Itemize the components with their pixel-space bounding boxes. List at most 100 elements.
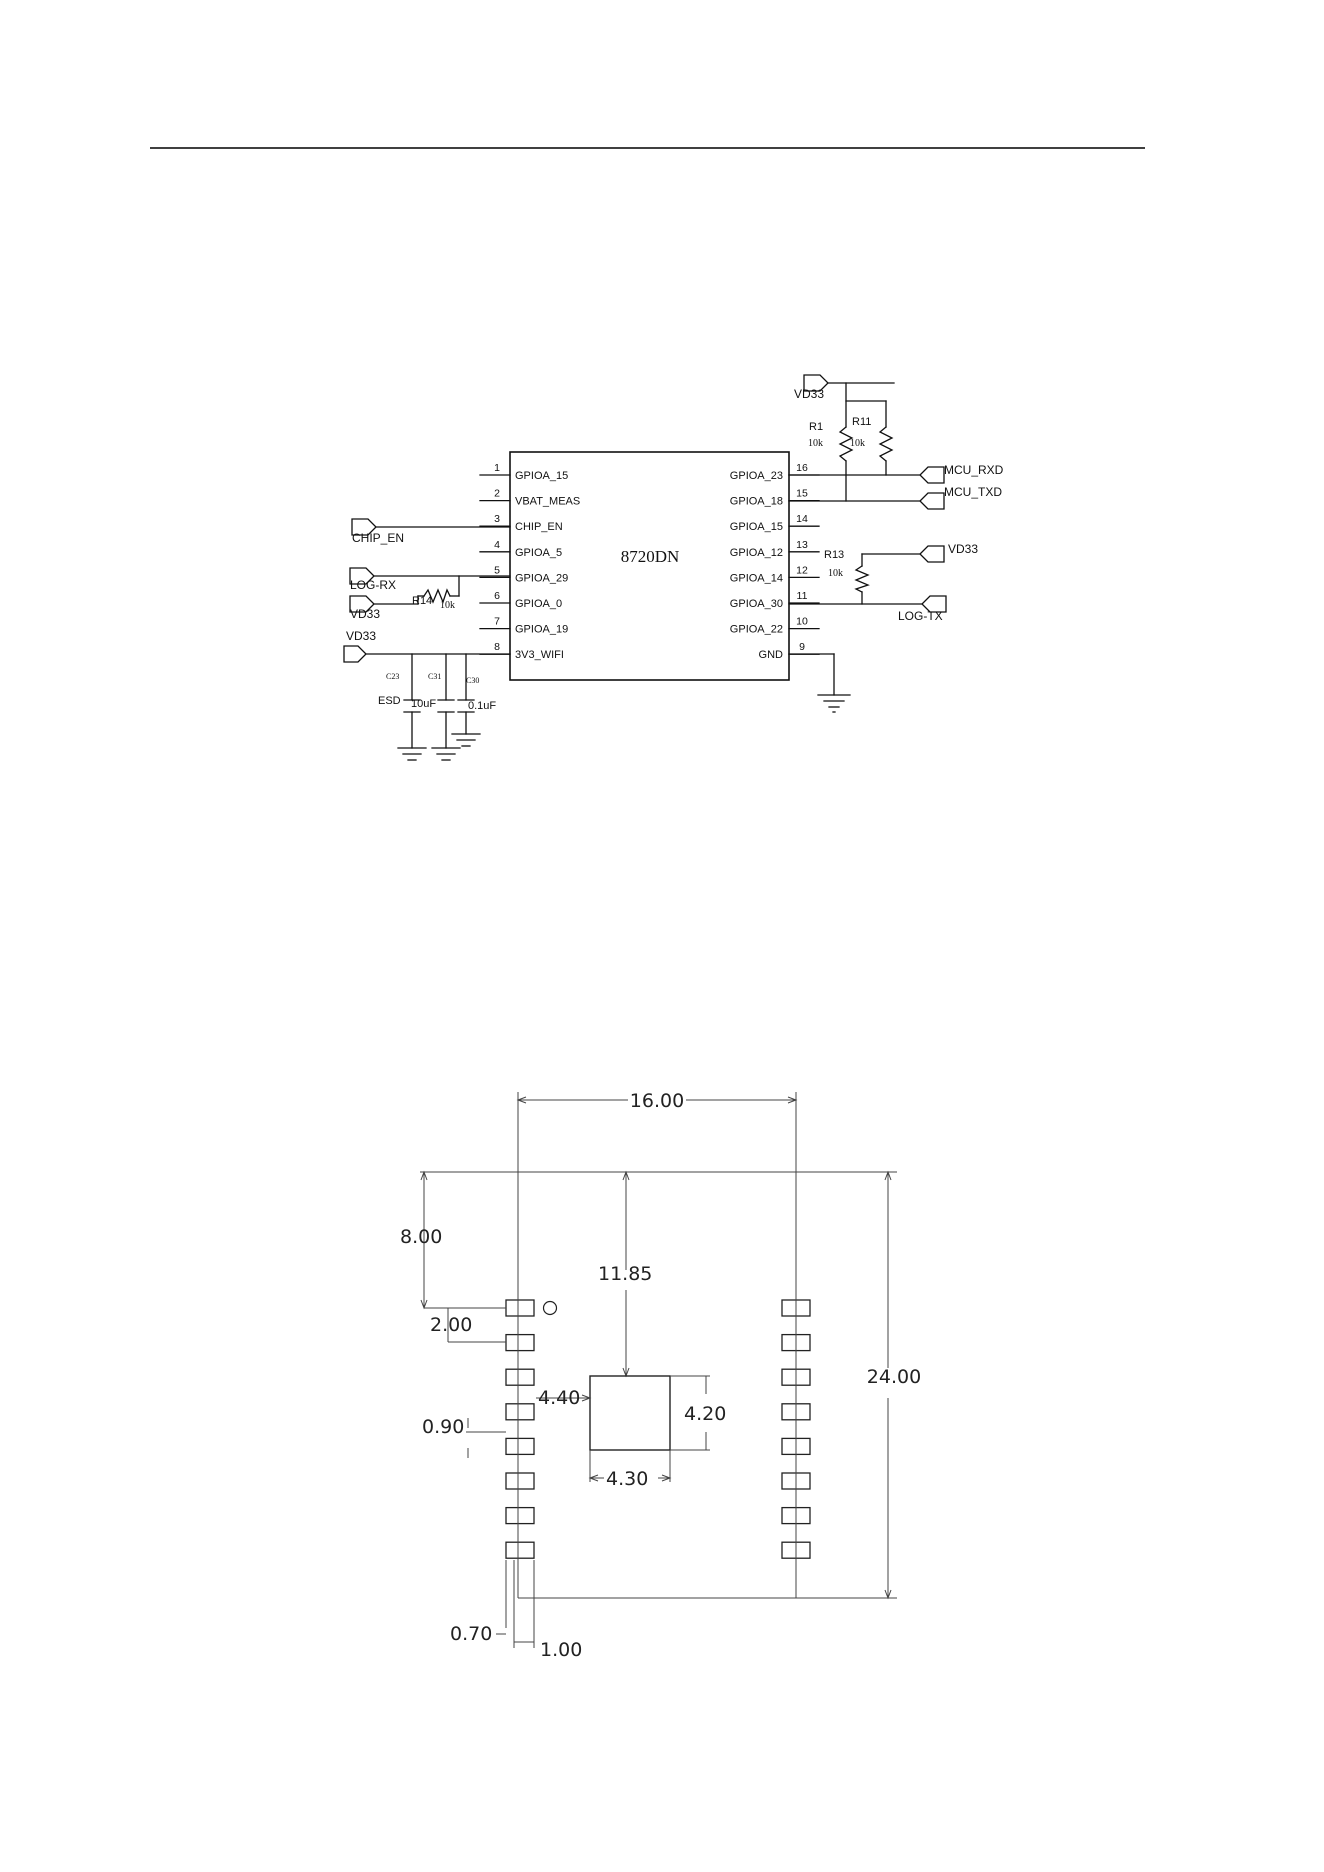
- pin-number: 10: [796, 616, 808, 628]
- ground-icon: [451, 733, 481, 747]
- pin-number: 8: [494, 641, 500, 653]
- c23-ref: C23: [386, 672, 399, 681]
- vd33-pwr-label: VD33: [346, 629, 376, 643]
- pin-number: 4: [494, 539, 500, 551]
- pin-name: GPIOA_30: [730, 598, 783, 610]
- dimension-labels: 16.00 24.00 8.00 2.00 0.90 11.85 4.40 4.…: [400, 1090, 921, 1661]
- r13-value: 10k: [828, 568, 843, 579]
- chip-en-label: CHIP_EN: [352, 531, 404, 545]
- vd33-r14-port-icon: [349, 595, 375, 613]
- pin-name: GPIOA_15: [515, 470, 568, 482]
- dim-pitch: 2.00: [430, 1314, 472, 1336]
- mcu-txd-label: MCU_TXD: [944, 485, 1002, 499]
- pin-name: VBAT_MEAS: [515, 496, 580, 508]
- c31-value: 10uF: [411, 698, 436, 710]
- pin-name: GPIOA_22: [730, 624, 783, 636]
- dim-height: 24.00: [867, 1366, 921, 1388]
- dim-pad-height: 0.90: [422, 1416, 464, 1438]
- pin1-marker-icon: [542, 1300, 558, 1316]
- port-flags: [343, 374, 947, 663]
- dim-pad-inset: 0.70: [450, 1623, 492, 1645]
- pin-name: GPIOA_29: [515, 572, 568, 584]
- mcu-txd-port-icon: [919, 492, 945, 510]
- pin-name: CHIP_EN: [515, 521, 563, 533]
- left-pad: [505, 1403, 535, 1421]
- pin-name: GPIOA_18: [730, 496, 783, 508]
- pin-number: 5: [494, 564, 500, 576]
- pin-name: GPIOA_23: [730, 470, 783, 482]
- component-labels: R1 10k R11 10k R13 10k R14 10k C23 ESD C…: [378, 416, 871, 712]
- dimension-lines: [420, 1092, 897, 1648]
- pin-number: 1: [494, 462, 500, 474]
- footprint-drawing: 16.00 24.00 8.00 2.00 0.90 11.85 4.40 4.…: [400, 1090, 921, 1661]
- vd33-r13-label: VD33: [948, 542, 978, 556]
- chip-en-port-icon: [351, 518, 377, 536]
- pin-number: 11: [797, 590, 808, 602]
- left-pad: [505, 1506, 535, 1525]
- ground-icon: [431, 747, 461, 761]
- pin-number: 16: [796, 462, 808, 474]
- left-pins: 1GPIOA_152VBAT_MEAS3CHIP_EN4GPIOA_55GPIO…: [479, 462, 580, 661]
- log-rx-port-icon: [349, 567, 375, 585]
- port-labels: VD33 MCU_RXD MCU_TXD VD33 LOG-TX CHIP_EN…: [346, 387, 1004, 643]
- left-pad: [505, 1333, 535, 1352]
- footprint-pads: [505, 1299, 811, 1559]
- pin-name: GPIOA_12: [730, 547, 783, 559]
- pin-number: 9: [799, 641, 805, 653]
- r14-symbol: [423, 588, 451, 604]
- pin-name: GPIOA_19: [515, 624, 568, 636]
- log-tx-label: LOG-TX: [898, 609, 943, 623]
- c30-value: 0.1uF: [468, 700, 496, 712]
- vd33-top-label: VD33: [794, 387, 824, 401]
- r11-value: 10k: [850, 438, 865, 449]
- log-tx-port-icon: [921, 595, 947, 613]
- r13-ref: R13: [824, 549, 844, 561]
- right-pins: 16GPIOA_2315GPIOA_1814GPIOA_1513GPIOA_12…: [730, 462, 820, 661]
- resistor-symbols: [423, 426, 894, 604]
- r14-ref: R14: [412, 595, 432, 607]
- dim-first-pad: 8.00: [400, 1226, 442, 1248]
- pin-name: GPIOA_0: [515, 598, 562, 610]
- left-pad: [505, 1472, 535, 1490]
- chip-name: 8720DN: [621, 547, 680, 566]
- ground-symbols: [397, 694, 851, 761]
- vd33-r14-label: VD33: [350, 607, 380, 621]
- pin-name: GPIOA_14: [730, 572, 783, 584]
- left-pad: [505, 1299, 535, 1317]
- ground-icon: [817, 694, 851, 713]
- vd33-r13-port-icon: [919, 545, 945, 563]
- pin-number: 2: [494, 488, 500, 500]
- c31-ref: C31: [428, 672, 441, 681]
- dim-center-offset: 4.40: [538, 1387, 580, 1409]
- pin-number: 12: [796, 564, 808, 576]
- chip-body: [509, 451, 790, 681]
- dim-center-w: 4.30: [606, 1468, 648, 1490]
- pin-number: 3: [494, 513, 500, 525]
- capacitor-symbols: [403, 699, 475, 713]
- r14-value: 10k: [440, 600, 455, 611]
- dim-pad-len: 1.00: [540, 1639, 582, 1661]
- mcu-rxd-label: MCU_RXD: [944, 463, 1004, 477]
- left-pad: [505, 1368, 535, 1386]
- c23-value: ESD: [378, 695, 401, 707]
- mcu-rxd-port-icon: [919, 466, 945, 484]
- pin-number: 15: [796, 488, 808, 500]
- pin-name: GPIOA_5: [515, 547, 562, 559]
- r13-symbol: [854, 565, 870, 593]
- dim-width: 16.00: [630, 1090, 684, 1112]
